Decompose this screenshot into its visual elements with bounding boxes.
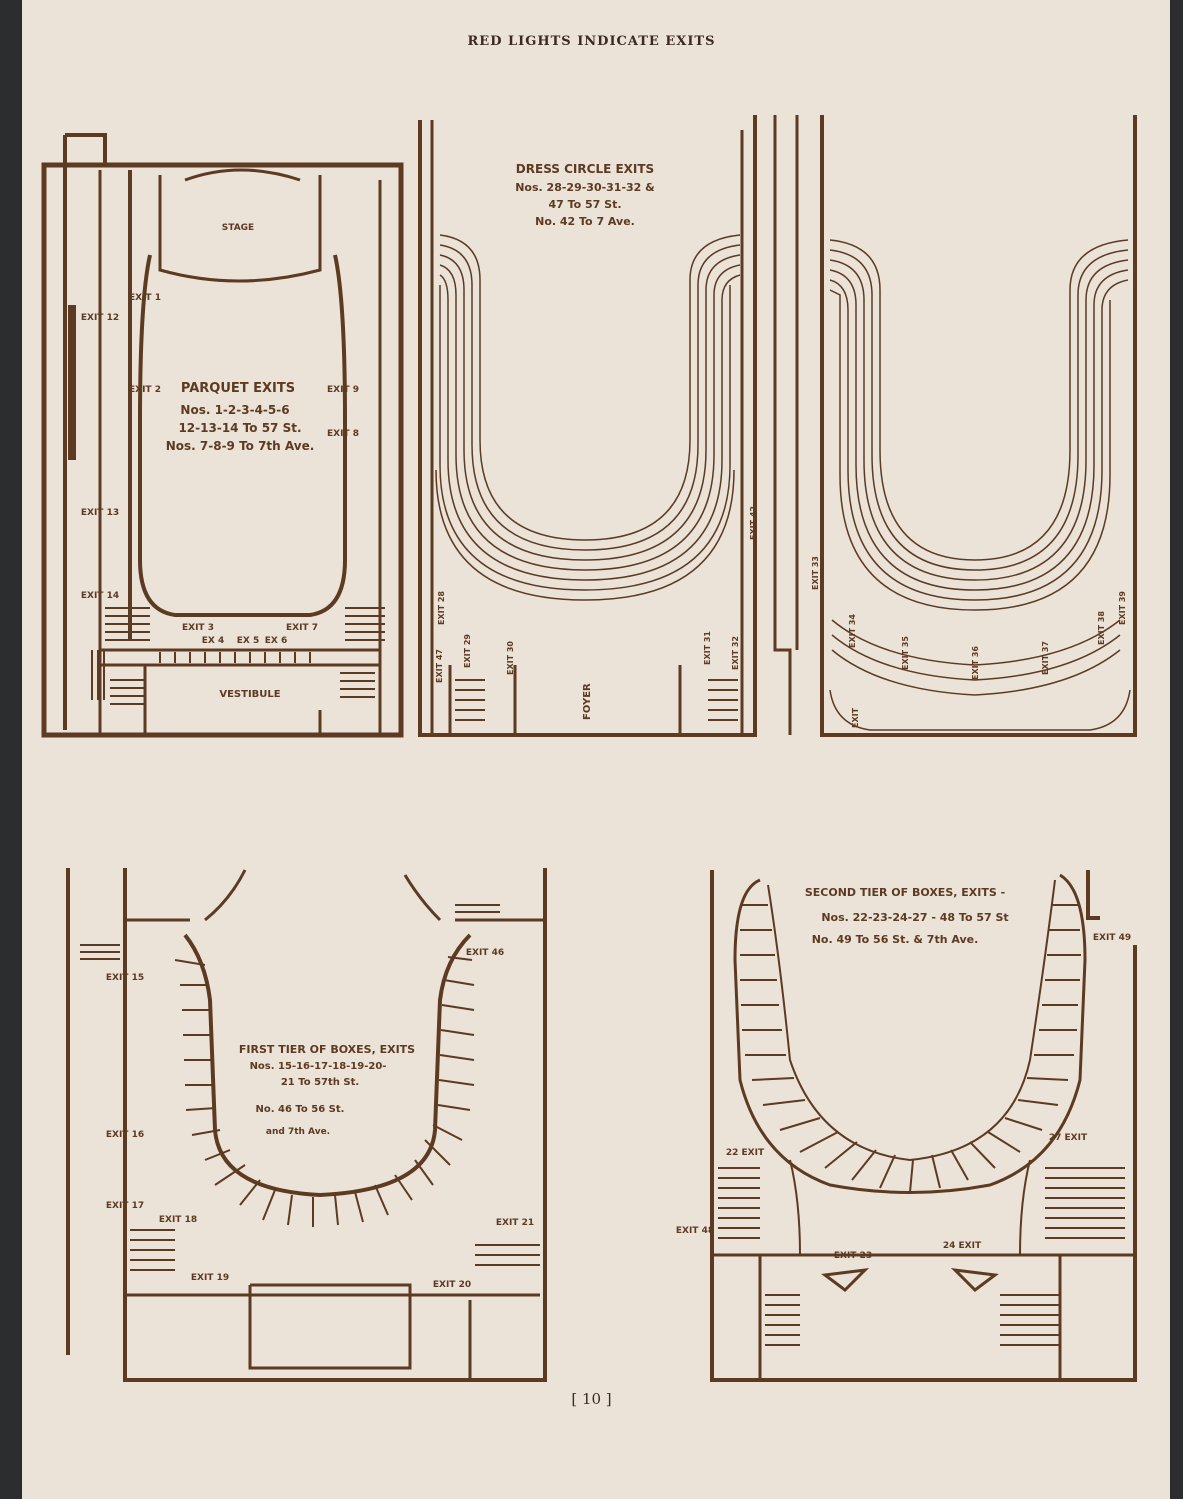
exit-35-label: EXIT 35 <box>901 636 910 670</box>
exit-22-label: 22 EXIT <box>726 1148 765 1158</box>
exit-30-label: EXIT 30 <box>506 641 515 675</box>
exit-31-label: EXIT 31 <box>703 631 712 665</box>
exit-3-label: EXIT 3 <box>182 623 214 633</box>
exit-2-label: EXIT 2 <box>129 385 161 395</box>
exit-14-label: EXIT 14 <box>81 591 119 601</box>
exit-38-label: EXIT 38 <box>1097 611 1106 645</box>
exit-20-label: EXIT 20 <box>433 1280 471 1290</box>
exit-1-label: EXIT 1 <box>129 293 161 303</box>
exit-49-label: EXIT 49 <box>1093 933 1131 943</box>
exit-4-label: EX 4 <box>202 636 224 646</box>
exit-39-label: EXIT 39 <box>1118 591 1127 625</box>
page-header: RED LIGHTS INDICATE EXITS <box>467 34 716 49</box>
parquet-title: PARQUET EXITS <box>181 381 295 396</box>
first-tier-line-4: and 7th Ave. <box>266 1127 330 1137</box>
exit-29-label: EXIT 29 <box>463 634 472 668</box>
balcony-plan: EXIT 33 EXIT 34 EXIT 35 EXIT 36 EXIT 37 … <box>773 115 1137 737</box>
second-tier-plan: SECOND TIER OF BOXES, EXITS - Nos. 22-23… <box>676 870 1137 1382</box>
stage-label: STAGE <box>222 223 254 233</box>
dress-circle-line-3: No. 42 To 7 Ave. <box>535 215 635 228</box>
exit-33-label: EXIT 33 <box>811 556 820 590</box>
parquet-plan: STAGE VESTIBULE PARQUET EXITS Nos. 1-2-3… <box>41 133 404 738</box>
parquet-line-3: Nos. 7-8-9 To 7th Ave. <box>166 439 315 453</box>
exit-36-label: EXIT 36 <box>971 646 980 680</box>
exit-left-label: EXIT <box>851 707 860 728</box>
exit-42-label: EXIT 42 <box>749 506 758 540</box>
dress-circle-line-1: Nos. 28-29-30-31-32 & <box>515 181 655 194</box>
program-page <box>22 0 1170 1499</box>
exit-23-label: EXIT 23 <box>834 1251 872 1261</box>
exit-15-label: EXIT 15 <box>106 973 144 983</box>
exit-47-label: EXIT 47 <box>435 649 444 683</box>
exit-32-label: EXIT 32 <box>731 636 740 670</box>
exit-37-label: EXIT 37 <box>1041 641 1050 675</box>
exit-19-label: EXIT 19 <box>191 1273 229 1283</box>
exit-21-label: EXIT 21 <box>496 1218 534 1228</box>
exit-28-label: EXIT 28 <box>437 591 446 625</box>
first-tier-line-3: No. 46 To 56 St. <box>256 1104 345 1115</box>
exit-8-label: EXIT 8 <box>327 429 359 439</box>
vestibule-label: VESTIBULE <box>219 689 280 700</box>
second-tier-line-2: No. 49 To 56 St. & 7th Ave. <box>812 933 979 946</box>
second-tier-line-1: Nos. 22-23-24-27 - 48 To 57 St <box>821 911 1008 924</box>
exit-13-label: EXIT 13 <box>81 508 119 518</box>
exit-6-label: EX 6 <box>265 636 287 646</box>
second-tier-title: SECOND TIER OF BOXES, EXITS - <box>805 886 1005 899</box>
first-tier-plan: FIRST TIER OF BOXES, EXITS Nos. 15-16-17… <box>66 868 547 1382</box>
exit-48-label: EXIT 48 <box>676 1226 714 1236</box>
first-tier-title: FIRST TIER OF BOXES, EXITS <box>239 1043 415 1056</box>
exit-34-label: EXIT 34 <box>848 614 857 648</box>
exit-16-label: EXIT 16 <box>106 1130 144 1140</box>
exit-5-label: EX 5 <box>237 636 259 646</box>
exit-7-label: EXIT 7 <box>286 623 318 633</box>
parquet-line-1: Nos. 1-2-3-4-5-6 <box>180 403 289 417</box>
exit-9-label: EXIT 9 <box>327 385 359 395</box>
exit-27-label: 27 EXIT <box>1049 1133 1088 1143</box>
dress-circle-title: DRESS CIRCLE EXITS <box>516 162 654 176</box>
exit-17-label: EXIT 17 <box>106 1201 144 1211</box>
exit-18-label: EXIT 18 <box>159 1215 197 1225</box>
dress-circle-plan: DRESS CIRCLE EXITS Nos. 28-29-30-31-32 &… <box>418 115 758 737</box>
first-tier-line-2: 21 To 57th St. <box>281 1077 359 1088</box>
exit-46-label: EXIT 46 <box>466 948 504 958</box>
parquet-line-2: 12-13-14 To 57 St. <box>178 421 301 435</box>
page-number: [ 10 ] <box>571 1390 612 1408</box>
first-tier-line-1: Nos. 15-16-17-18-19-20- <box>250 1061 387 1072</box>
exit-24-label: 24 EXIT <box>943 1241 982 1251</box>
foyer-label: FOYER <box>582 683 593 720</box>
exit-12-label: EXIT 12 <box>81 313 119 323</box>
dress-circle-line-2: 47 To 57 St. <box>548 198 621 211</box>
